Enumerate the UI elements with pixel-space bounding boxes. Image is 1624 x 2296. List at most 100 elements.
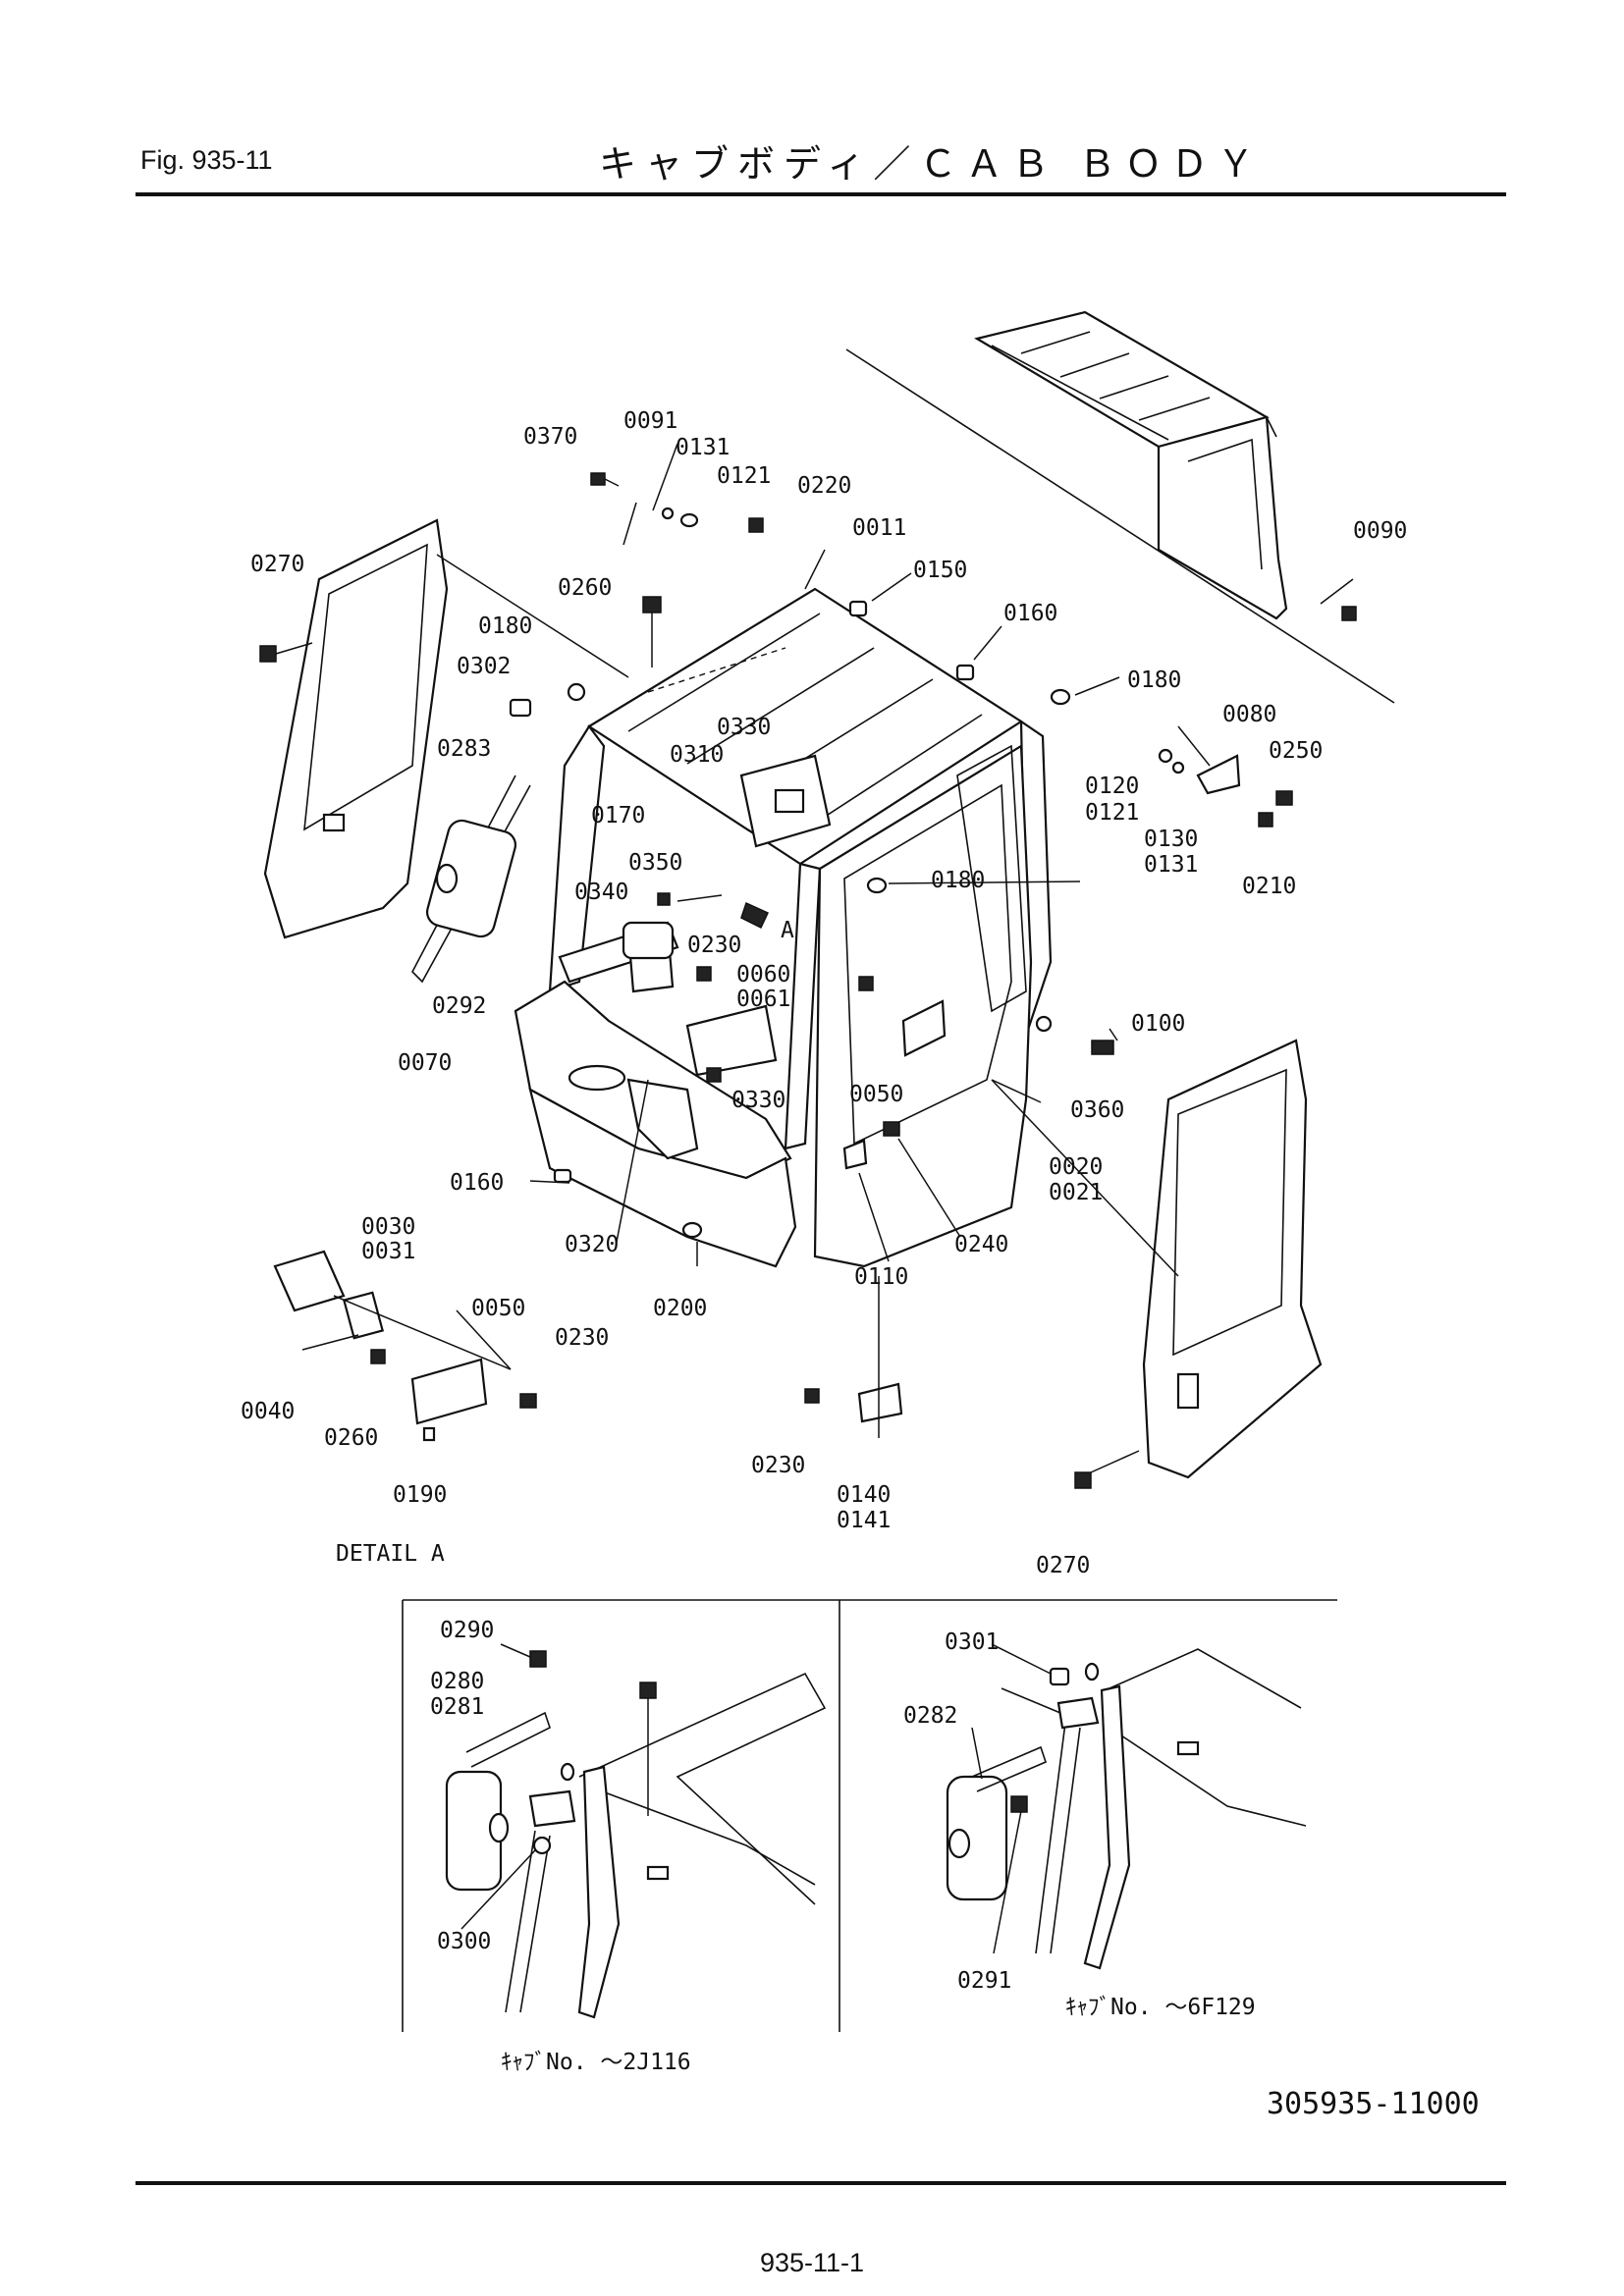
left-inset-caption: ｷｬﾌﾞNo. ～2J116 (501, 2050, 691, 2075)
roof-panel (845, 310, 1395, 704)
part-label: 0140 (837, 1482, 891, 1508)
part-label: 0050 (849, 1082, 903, 1107)
part-label: 0180 (478, 614, 532, 639)
nut-0150 (848, 600, 868, 617)
bolt-0230 (696, 966, 712, 982)
part-label: 0061 (736, 987, 790, 1012)
part-label: 0260 (324, 1425, 378, 1451)
part-label: 0230 (751, 1453, 805, 1478)
part-label: 0350 (628, 850, 682, 876)
part-label: 0320 (565, 1232, 619, 1257)
washer-0180-c (866, 877, 888, 894)
bolt-0330 (706, 1067, 722, 1083)
document-number: 305935-11000 (1267, 2087, 1480, 2121)
part-label: 0080 (1222, 702, 1276, 727)
part-label: 0250 (1269, 738, 1323, 764)
nut-0302 (509, 698, 532, 718)
part-label: 0280 (430, 1669, 484, 1694)
bolt-0230-detail (519, 1393, 537, 1409)
part-label: 0291 (957, 1968, 1011, 1994)
detail-a (273, 1250, 512, 1442)
bolt-0270-right (1074, 1450, 1140, 1489)
part-label: 0340 (574, 880, 628, 905)
nut-0160-bottom (553, 1168, 572, 1184)
part-label: 0091 (623, 408, 677, 434)
part-label: 0330 (731, 1088, 785, 1113)
part-label: 0100 (1131, 1011, 1185, 1037)
part-label: 0180 (931, 868, 985, 893)
part-label: 0090 (1353, 518, 1407, 544)
inset-frames (402, 1599, 1337, 2032)
figure-title: キャブボディ／ＣＡＢ ＢＯＤＹ (599, 142, 1264, 186)
right-door (991, 1039, 1323, 1479)
footer-rule (135, 2181, 1506, 2185)
part-label: 0300 (437, 1929, 491, 1954)
part-label: 0050 (471, 1296, 525, 1321)
header-rule (135, 192, 1506, 196)
part-label: 0131 (1144, 852, 1198, 878)
bolt-0090 (1341, 606, 1357, 621)
clip-0140 (857, 1382, 903, 1423)
part-label: 0031 (361, 1239, 415, 1264)
part-label: 0021 (1049, 1180, 1103, 1205)
inset-right-mirror (946, 1643, 1307, 1970)
washer-0120 (1158, 748, 1173, 764)
part-label: 0020 (1049, 1154, 1103, 1180)
part-label: 0301 (945, 1629, 999, 1655)
washer-0180-b (1050, 688, 1071, 706)
bolt-0350 (657, 892, 723, 906)
pad-0340 (622, 921, 675, 960)
part-label: 0281 (430, 1694, 484, 1720)
part-label: 0070 (398, 1050, 452, 1076)
part-label: 0130 (1144, 827, 1198, 852)
part-label: 0060 (736, 962, 790, 988)
part-label: 0282 (903, 1703, 957, 1729)
inset-left-mirror (445, 1643, 827, 2019)
washer-0200 (681, 1221, 703, 1239)
bolt-0250 (1275, 790, 1293, 806)
bolt-0370 (590, 472, 620, 487)
washer-0130 (1171, 761, 1185, 774)
part-labels: 0370 0091 0131 0121 0220 0011 0150 0160 … (241, 408, 1407, 2075)
part-label: 0240 (954, 1232, 1008, 1257)
part-label: 0270 (250, 552, 304, 577)
washer-0121 (679, 512, 699, 528)
part-label: 0283 (437, 736, 491, 762)
part-label: 0260 (558, 575, 612, 601)
page-number: 935-11-1 (759, 2248, 865, 2277)
part-label: 0230 (687, 933, 741, 958)
detail-a-caption: DETAIL A (336, 1541, 445, 1567)
part-label: 0170 (591, 803, 645, 828)
fasteners (259, 472, 1357, 1489)
leaders (456, 443, 1354, 1438)
part-label: 0180 (1127, 667, 1181, 693)
bolt-0230-step (804, 1388, 820, 1404)
part-label: 0200 (653, 1296, 707, 1321)
bolt-0220 (748, 517, 764, 533)
bolt-0260-top (642, 596, 662, 667)
part-label: 0141 (837, 1508, 891, 1533)
part-label: 0110 (854, 1264, 908, 1290)
bolt-0240 (883, 1121, 900, 1137)
part-label: 0270 (1036, 1553, 1090, 1578)
part-label: 0370 (523, 424, 577, 450)
bolt-0270-left (259, 642, 313, 663)
part-label: 0190 (393, 1482, 447, 1508)
part-label: 0210 (1242, 874, 1296, 899)
bolt-0210 (1258, 812, 1273, 828)
washer-0131 (661, 507, 675, 520)
bolt-0100 (1091, 1040, 1114, 1055)
part-label: 0360 (1070, 1097, 1124, 1123)
part-label: 0120 (1085, 774, 1139, 799)
part-label: 0160 (1003, 601, 1057, 626)
part-label: 0030 (361, 1214, 415, 1240)
part-label: 0302 (457, 654, 511, 679)
part-label: 0121 (717, 463, 771, 489)
part-label: 0310 (670, 742, 724, 768)
part-label: 0230 (555, 1325, 609, 1351)
right-inset-caption: ｷｬﾌﾞNo. ～6F129 (1065, 1995, 1256, 2020)
view-arrow-label: A (781, 918, 794, 943)
nut-0160-top (955, 664, 975, 681)
part-label: 0160 (450, 1170, 504, 1196)
washer-0180-a (567, 682, 586, 702)
